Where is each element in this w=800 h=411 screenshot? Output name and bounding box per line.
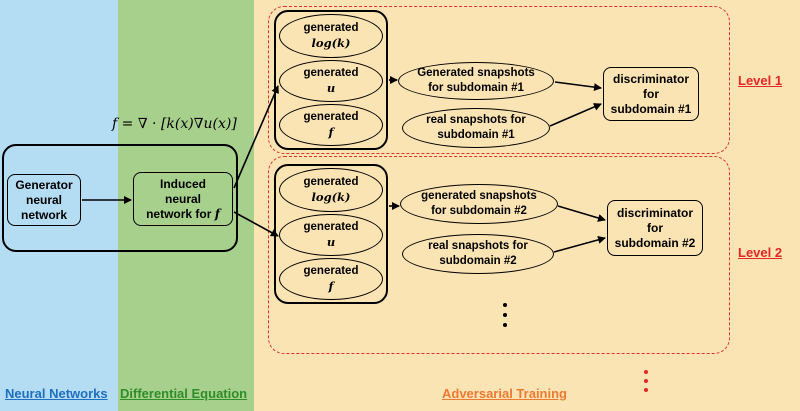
neural-networks-panel xyxy=(0,0,118,411)
level-2-generated-u-var: u xyxy=(326,235,336,249)
level-2-generated-logk-word: generated xyxy=(303,176,359,189)
level-1-generated-u: generated u xyxy=(279,60,383,102)
more-levels-dot xyxy=(644,370,648,374)
level-1-disc-line1: discriminator xyxy=(612,71,690,86)
more-levels-dot xyxy=(644,379,648,383)
level-1-generated-f: generated f xyxy=(279,104,383,146)
continuation-dot xyxy=(503,313,507,317)
level-1-region xyxy=(268,6,730,154)
level-1-generated-f-word: generated xyxy=(303,111,359,124)
differential-equation-label: Differential Equation xyxy=(120,386,248,401)
level-2-snap-gen-line2: for subdomain #2 xyxy=(431,205,527,217)
induced-line3-text: network for xyxy=(146,206,215,221)
induced-f-var: f xyxy=(214,206,220,221)
level-1-generated-logk-word: generated xyxy=(303,22,359,35)
level-1-snap-real-line2: subdomain #1 xyxy=(437,129,515,141)
induced-line1: Induced xyxy=(159,176,206,191)
level-2-generated-snapshots: generated snapshots for subdomain #2 xyxy=(400,184,558,224)
level-1-discriminator: discriminator for subdomain #1 xyxy=(603,67,699,121)
generator-line1: Generator xyxy=(15,177,73,192)
induced-network-box: Induced neural network for f xyxy=(133,172,233,226)
level-2-generated-f: generated f xyxy=(279,258,383,300)
level-2-generated-u-word: generated xyxy=(303,221,359,234)
level-1-generated-snapshots: Generated snapshots for subdomain #1 xyxy=(398,62,554,100)
level-1-generated-logk: generated log(k) xyxy=(279,14,383,58)
level-2-snap-real-line2: subdomain #2 xyxy=(439,255,517,267)
level-1-generated-group xyxy=(274,10,388,150)
level-1-disc-line2: for xyxy=(643,86,659,101)
level-1-generated-f-var: f xyxy=(328,125,334,139)
level-2-disc-line3: subdomain #2 xyxy=(614,235,696,250)
continuation-dot xyxy=(503,323,507,327)
arrow-level-2-gen-to-disc xyxy=(557,205,606,222)
level-1-real-snapshots: real snapshots for subdomain #1 xyxy=(402,108,550,148)
level-1-generated-u-word: generated xyxy=(303,67,359,80)
level-2-generated-f-word: generated xyxy=(303,265,359,278)
level-1-generated-u-var: u xyxy=(326,81,336,95)
equation-label: f = ∇ · [k(x)∇u(x)] xyxy=(112,116,237,132)
level-1-generated-logk-var: log(k) xyxy=(311,36,351,50)
level-2-generated-logk: generated log(k) xyxy=(279,168,383,212)
level-2-generated-f-var: f xyxy=(328,279,334,293)
level-1-snap-real-line1: real snapshots for xyxy=(426,114,526,127)
level-2-snap-real-line1: real snapshots for xyxy=(428,240,528,253)
level-1-label: Level 1 xyxy=(738,73,783,88)
generator-box: Generator neural network xyxy=(7,174,81,226)
level-2-real-snapshots: real snapshots for subdomain #2 xyxy=(402,234,554,274)
neural-networks-label: Neural Networks xyxy=(5,386,108,401)
level-2-label: Level 2 xyxy=(738,245,783,260)
arrow-level-1-real-to-disc xyxy=(549,103,602,127)
generator-line2: neural xyxy=(25,192,62,207)
arrow-level-1-gen-to-disc xyxy=(554,81,602,92)
level-1-snap-gen-line1: Generated snapshots xyxy=(417,67,535,80)
arrow-level-2-real-to-disc xyxy=(553,235,606,253)
level-2-region xyxy=(268,156,730,354)
level-1-disc-line3: subdomain #1 xyxy=(610,101,692,116)
level-2-generated-logk-var: log(k) xyxy=(311,190,351,204)
level-2-snap-gen-line1: generated snapshots xyxy=(421,190,537,203)
induced-line3: network for f xyxy=(146,207,220,222)
generator-group xyxy=(2,144,238,252)
level-2-generated-u: generated u xyxy=(279,214,383,256)
adversarial-training-label: Adversarial Training xyxy=(442,386,567,401)
more-levels-dot xyxy=(644,388,648,392)
level-2-discriminator: discriminator for subdomain #2 xyxy=(607,200,703,256)
continuation-dot xyxy=(503,303,507,307)
arrow-induced-to-level-2 xyxy=(233,211,279,237)
level-2-disc-line2: for xyxy=(647,220,663,235)
differential-equation-panel xyxy=(118,0,254,411)
level-2-disc-line1: discriminator xyxy=(616,205,694,220)
induced-line2: neural xyxy=(164,191,201,206)
arrow-induced-to-level-1 xyxy=(233,85,279,189)
level-1-snap-gen-line2: for subdomain #1 xyxy=(428,82,524,94)
generator-line3: network xyxy=(20,207,67,222)
